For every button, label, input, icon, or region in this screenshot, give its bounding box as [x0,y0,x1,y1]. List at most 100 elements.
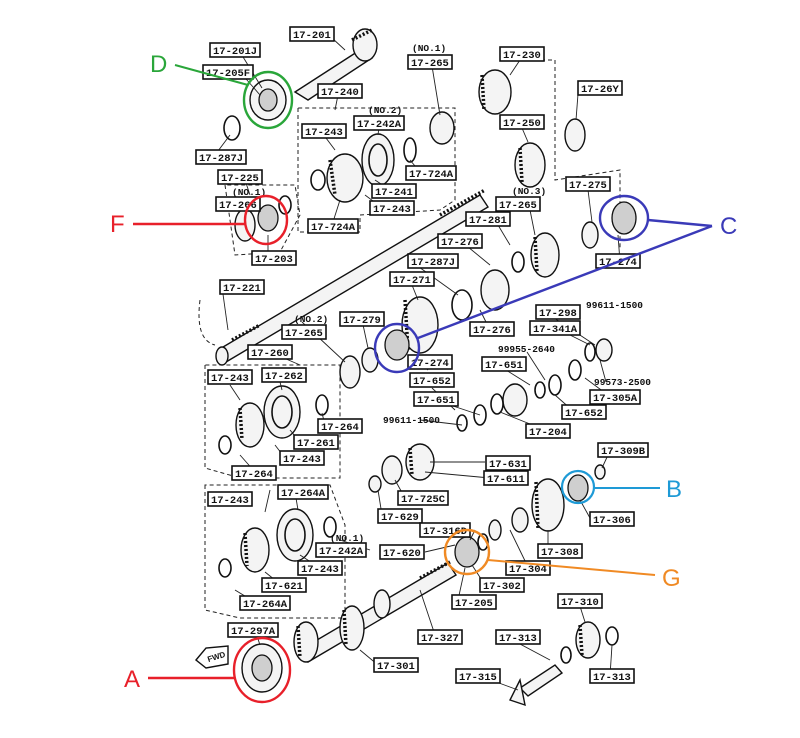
svg-text:17-243: 17-243 [211,495,249,507]
svg-text:17-203: 17-203 [255,254,293,266]
svg-text:17-265: 17-265 [411,58,449,70]
callout-d-letter: D [150,51,167,78]
callout-a-letter: A [124,666,140,693]
part-label: 17-620 [379,544,425,560]
part-label: 17-201 [289,26,335,42]
svg-text:17-264A: 17-264A [243,599,288,611]
svg-text:17-281: 17-281 [469,215,507,227]
svg-text:17-205: 17-205 [455,598,493,610]
svg-text:17-724A: 17-724A [409,169,454,181]
svg-text:17-265: 17-265 [285,328,323,340]
svg-text:17-611: 17-611 [487,474,525,486]
needle-bearing-17-274 [339,329,410,389]
svg-text:17-310: 17-310 [561,597,599,609]
part-label: 17-631 [485,455,531,471]
part-label: 17-264A [277,484,329,500]
part-label: 99573-2500 [594,377,651,388]
part-label: 17-305A [589,389,641,405]
callout-g-letter: G [662,565,681,592]
svg-text:17-287J: 17-287J [199,153,243,165]
part-label: 17-724A [405,165,457,181]
svg-text:17-243: 17-243 [373,204,411,216]
part-label: 17-310 [557,593,603,609]
gear-17-250 [514,142,546,188]
lower-synchro-parts [218,508,337,578]
bearing-a-part [241,643,283,693]
part-label: 17-271 [389,271,435,287]
svg-text:17-305A: 17-305A [593,393,638,405]
svg-text:17-221: 17-221 [223,283,261,295]
svg-text:17-308: 17-308 [541,547,579,559]
part-label: 17-265 [407,54,453,70]
callout-b-letter: B [666,476,682,503]
gear-17-611-group [368,443,435,493]
part-label: 17-243 [297,560,343,576]
part-label: 17-26Y [577,80,623,96]
part-label: 17-276 [437,233,483,249]
svg-text:17-341A: 17-341A [533,324,578,336]
callout-f-letter: F [110,211,125,238]
countershaft-17-221 [215,188,489,366]
svg-text:17-651: 17-651 [485,360,523,372]
callout-g: G [443,528,681,592]
svg-text:17-204: 17-204 [529,427,567,439]
svg-text:17-301: 17-301 [377,661,415,673]
svg-text:17-26Y: 17-26Y [581,84,620,96]
svg-text:17-313: 17-313 [499,633,537,645]
part-label: 17-298 [535,304,581,320]
part-label: 99611-1500 [586,300,643,311]
svg-text:17-261: 17-261 [297,438,335,450]
svg-text:17-327: 17-327 [421,633,459,645]
svg-text:17-313: 17-313 [593,672,631,684]
part-label: 17-243 [207,369,253,385]
mid-synchro-parts [218,385,329,455]
svg-text:17-264: 17-264 [321,422,359,434]
svg-text:17-275: 17-275 [569,180,607,192]
callout-b: B [560,469,682,505]
part-label: 17-308 [537,543,583,559]
part-label: 17-276 [469,321,515,337]
gear-17-281-group [451,201,637,321]
part-label: 17-287J [407,253,459,269]
part-label: (NO.2) [368,105,402,116]
synchro-ring-17-265-no1 [429,111,455,145]
part-label: 17-341A [529,320,581,336]
svg-text:17-287J: 17-287J [411,257,455,269]
callout-c: C [373,194,737,374]
part-label: 17-306 [589,511,635,527]
svg-text:17-264A: 17-264A [281,488,326,500]
part-label: (NO.1) [412,43,446,54]
main-shaft-17-327 [293,560,457,663]
svg-text:17-243: 17-243 [305,127,343,139]
part-label: 17-313 [589,668,635,684]
svg-text:17-297A: 17-297A [231,626,276,638]
bearing-d-part [249,79,287,121]
svg-text:17-725C: 17-725C [401,494,446,506]
part-label: 17-611 [483,470,529,486]
group-outline-lower-synchro [204,484,346,619]
upper-synchro-parts [310,133,417,203]
part-label: 17-243 [279,450,325,466]
svg-text:17-225: 17-225 [221,173,259,185]
part-label: 17-242A [315,542,367,558]
part-label: 17-274 [407,354,453,370]
part-label: 17-302 [479,577,525,593]
svg-text:17-250: 17-250 [503,118,541,130]
svg-text:17-306: 17-306 [593,515,631,527]
part-label: 17-315 [455,668,501,684]
part-label: 17-241 [371,183,417,199]
svg-text:17-309B: 17-309B [601,446,646,458]
part-label: 17-261 [293,434,339,450]
part-label: 17-275 [565,176,611,192]
gear-17-310-group [509,621,619,707]
callout-c-letter: C [720,213,737,240]
callout-a: A [124,636,292,704]
part-label: 17-201J [209,42,261,58]
group-outline-no1-synchro [224,184,301,256]
gear-17-308-group [454,464,606,568]
part-label: 17-243 [207,491,253,507]
part-label: 17-203 [251,250,297,266]
svg-text:17-652: 17-652 [565,408,603,420]
part-label: 17-265 [495,196,541,212]
